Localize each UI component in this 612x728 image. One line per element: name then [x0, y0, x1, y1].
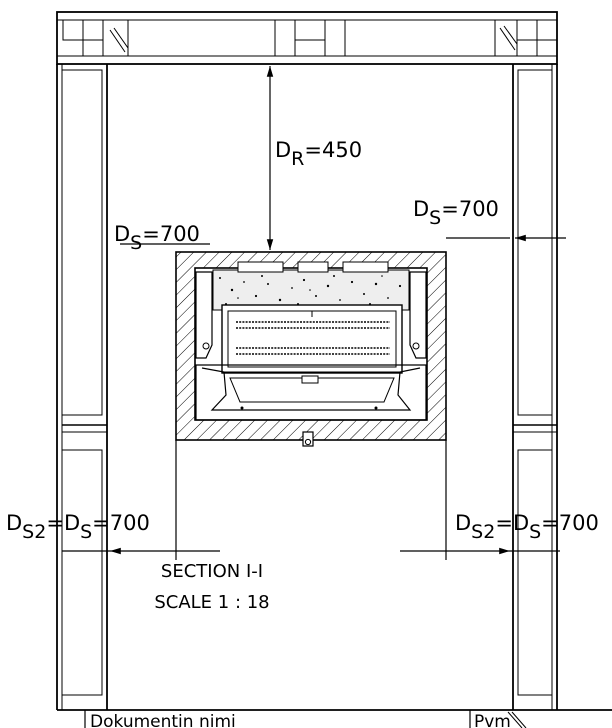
side-clearance-left-label: DS=700 [114, 222, 200, 254]
rear-clearance-label: DR=450 [275, 138, 362, 170]
document-name-label: Dokumentin nimi [90, 712, 236, 728]
insulation-layer [212, 269, 410, 311]
section-scale: SCALE 1 : 18 [154, 592, 269, 613]
fireplace-insert [175, 251, 447, 447]
revision-date-label: Pvm [474, 712, 511, 728]
dimension-lines [62, 66, 566, 560]
surrounding-walls [56, 11, 558, 710]
title-block [57, 709, 612, 728]
side-clearance-right-label: DS=700 [413, 197, 499, 229]
firebox [195, 364, 427, 421]
section-title: SECTION I-I [161, 561, 263, 582]
side-clearance-left-lower-label: DS2=DS=700 [6, 511, 150, 543]
side-clearance-right-lower-label: DS2=DS=700 [455, 511, 599, 543]
